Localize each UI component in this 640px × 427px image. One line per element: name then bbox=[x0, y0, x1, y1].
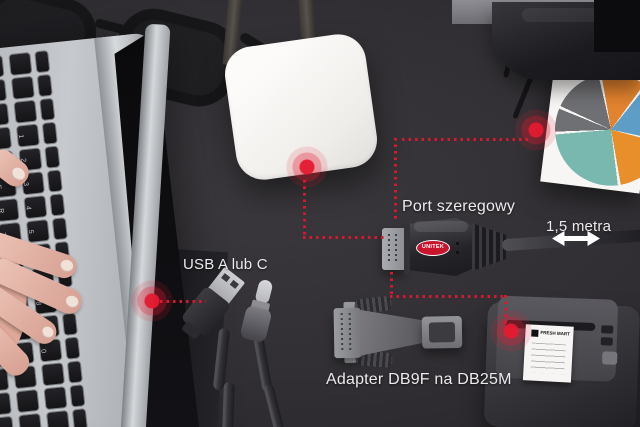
fingernail bbox=[58, 258, 75, 274]
usb-a-cable bbox=[222, 381, 235, 427]
printer-button bbox=[601, 325, 614, 334]
label-usb: USB A lub C bbox=[183, 256, 268, 273]
dotted-line-receipt bbox=[390, 295, 507, 298]
fingernail bbox=[9, 164, 28, 184]
label-cable-length: 1,5 metra bbox=[546, 218, 612, 235]
printer-corner bbox=[594, 0, 640, 52]
port-marker-printer bbox=[514, 108, 558, 152]
keyboard-key bbox=[40, 98, 55, 120]
usb-c-cable bbox=[263, 383, 285, 427]
keyboard-key bbox=[0, 55, 4, 78]
label-serial-port: Port szeregowy bbox=[402, 198, 516, 215]
unitek-logo-text: UNITEK bbox=[421, 244, 445, 250]
keyboard-key bbox=[42, 122, 57, 144]
printer-button bbox=[600, 337, 613, 346]
keyboard-key bbox=[44, 387, 67, 410]
receipt-text-lines bbox=[530, 342, 566, 375]
led-dot bbox=[456, 251, 459, 254]
keyboard-key bbox=[50, 194, 65, 216]
db9-pins bbox=[395, 234, 397, 264]
connector-collar bbox=[404, 224, 412, 274]
dotted-line-printer bbox=[394, 138, 397, 222]
keyboard-key: R bbox=[0, 199, 19, 222]
keyboard-key bbox=[14, 100, 37, 123]
dotted-line-printer bbox=[402, 138, 530, 141]
db25-pins bbox=[340, 313, 344, 354]
db25-pins bbox=[348, 312, 352, 353]
dotted-line-receipt bbox=[390, 272, 393, 298]
keyboard-key bbox=[45, 146, 60, 168]
fingernail bbox=[63, 293, 81, 310]
usb-a-window bbox=[221, 273, 231, 283]
usb-a-window bbox=[229, 279, 239, 289]
adapter-taper bbox=[360, 309, 425, 356]
pie-chart bbox=[548, 67, 640, 193]
unitek-logo: UNITEK bbox=[416, 240, 450, 256]
eyeglasses-bridge bbox=[94, 18, 128, 35]
strain-relief bbox=[472, 223, 506, 271]
fingernail bbox=[39, 324, 56, 341]
led-dot bbox=[456, 242, 459, 245]
keyboard-key: 1 bbox=[17, 124, 39, 147]
db25-plate bbox=[333, 307, 362, 359]
keyboard-key bbox=[47, 411, 70, 427]
db9-socket bbox=[421, 315, 463, 349]
feed-button bbox=[601, 351, 618, 365]
label-adapter: Adapter DB9F na DB25M bbox=[326, 371, 512, 388]
unitek-adapter: UNITEK bbox=[378, 212, 640, 282]
keyboard-key bbox=[16, 390, 39, 413]
db9-socket-recess bbox=[428, 322, 456, 343]
keyboard-key bbox=[9, 52, 32, 75]
keyboard-key bbox=[19, 413, 42, 427]
usb-c-body bbox=[239, 304, 273, 344]
db9-pins bbox=[388, 234, 390, 264]
port-marker-receipt bbox=[489, 309, 533, 353]
keyboard-key bbox=[35, 51, 50, 73]
keyboard-key bbox=[11, 76, 34, 99]
db9-connector bbox=[382, 228, 406, 270]
keyboard-key bbox=[0, 416, 14, 427]
dotted-line-hub bbox=[303, 180, 306, 238]
keyboard-key bbox=[0, 79, 7, 102]
keyboard-key bbox=[0, 103, 9, 126]
keyboard-key bbox=[37, 74, 52, 97]
typing-hand bbox=[0, 229, 115, 390]
adapter-gloss bbox=[414, 221, 468, 232]
keyboard-key bbox=[0, 392, 11, 415]
keyboard-key bbox=[72, 409, 87, 427]
keyboard-key: 4 bbox=[24, 196, 47, 219]
receipt-logo-text: FRESH MART bbox=[540, 329, 571, 337]
db25-adapter bbox=[325, 291, 476, 376]
port-marker-hub bbox=[285, 145, 329, 189]
dotted-line-usb bbox=[160, 300, 206, 303]
dotted-line-hub bbox=[303, 236, 385, 239]
keyboard-key bbox=[47, 170, 62, 192]
port-marker-laptop bbox=[130, 279, 174, 323]
length-arrow-icon bbox=[552, 231, 600, 246]
